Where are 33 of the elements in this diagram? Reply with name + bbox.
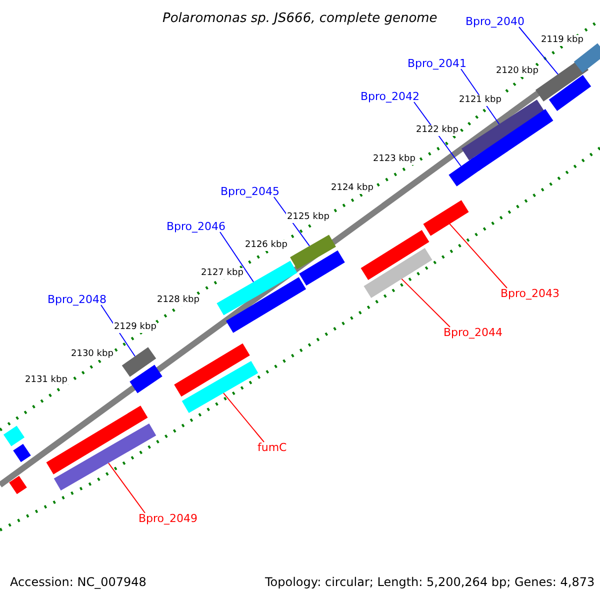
tick-label: 2120 kbp [495,66,540,76]
leader-line [223,392,264,442]
gene-label: Bpro_2049 [138,512,198,524]
tick-label: 2119 kbp [540,34,584,46]
leader-line [220,232,254,282]
tick-label: 2123 kbp [372,154,416,164]
gene-label: Bpro_2040 [466,16,525,26]
tick-label: 2128 kbp [156,294,200,306]
tick-label: 2121 kbp [458,94,502,106]
gene-label: fumC [258,442,287,452]
tick-label: 2122 kbp [415,124,460,136]
tick-label: 2130 kbp [70,348,114,360]
gene-label: Bpro_2045 [220,186,280,196]
leader-line [108,462,146,514]
tick-label: 2131 kbp [24,374,68,386]
gene-label: Bpro_2042 [360,90,420,102]
gene-label: Bpro_2046 [166,220,226,232]
chart-title: Polaromonas sp. JS666, complete genome [162,12,438,24]
tick-label: 2129 kbp [113,322,158,332]
tick-label: 2127 kbp [200,268,244,278]
tick-label: 2126 kbp [244,240,288,250]
gene-label: Bpro_2044 [444,326,503,338]
gene-feature [13,444,31,462]
gene-label: Bpro_2043 [500,288,560,298]
gene-feature [3,426,25,446]
tick-label: 2125 kbp [286,212,330,222]
gene-label: Bpro_2041 [408,58,467,68]
gene-label: Bpro_2048 [48,294,107,304]
genome-info-text: Topology: circular; Length: 5,200,264 bp; Genes: 4,873 [265,576,595,588]
leader-line [518,26,558,75]
accession-text: Accession: NC_007948 [10,576,146,588]
leader-line [401,278,450,328]
tick-label: 2124 kbp [330,182,374,194]
